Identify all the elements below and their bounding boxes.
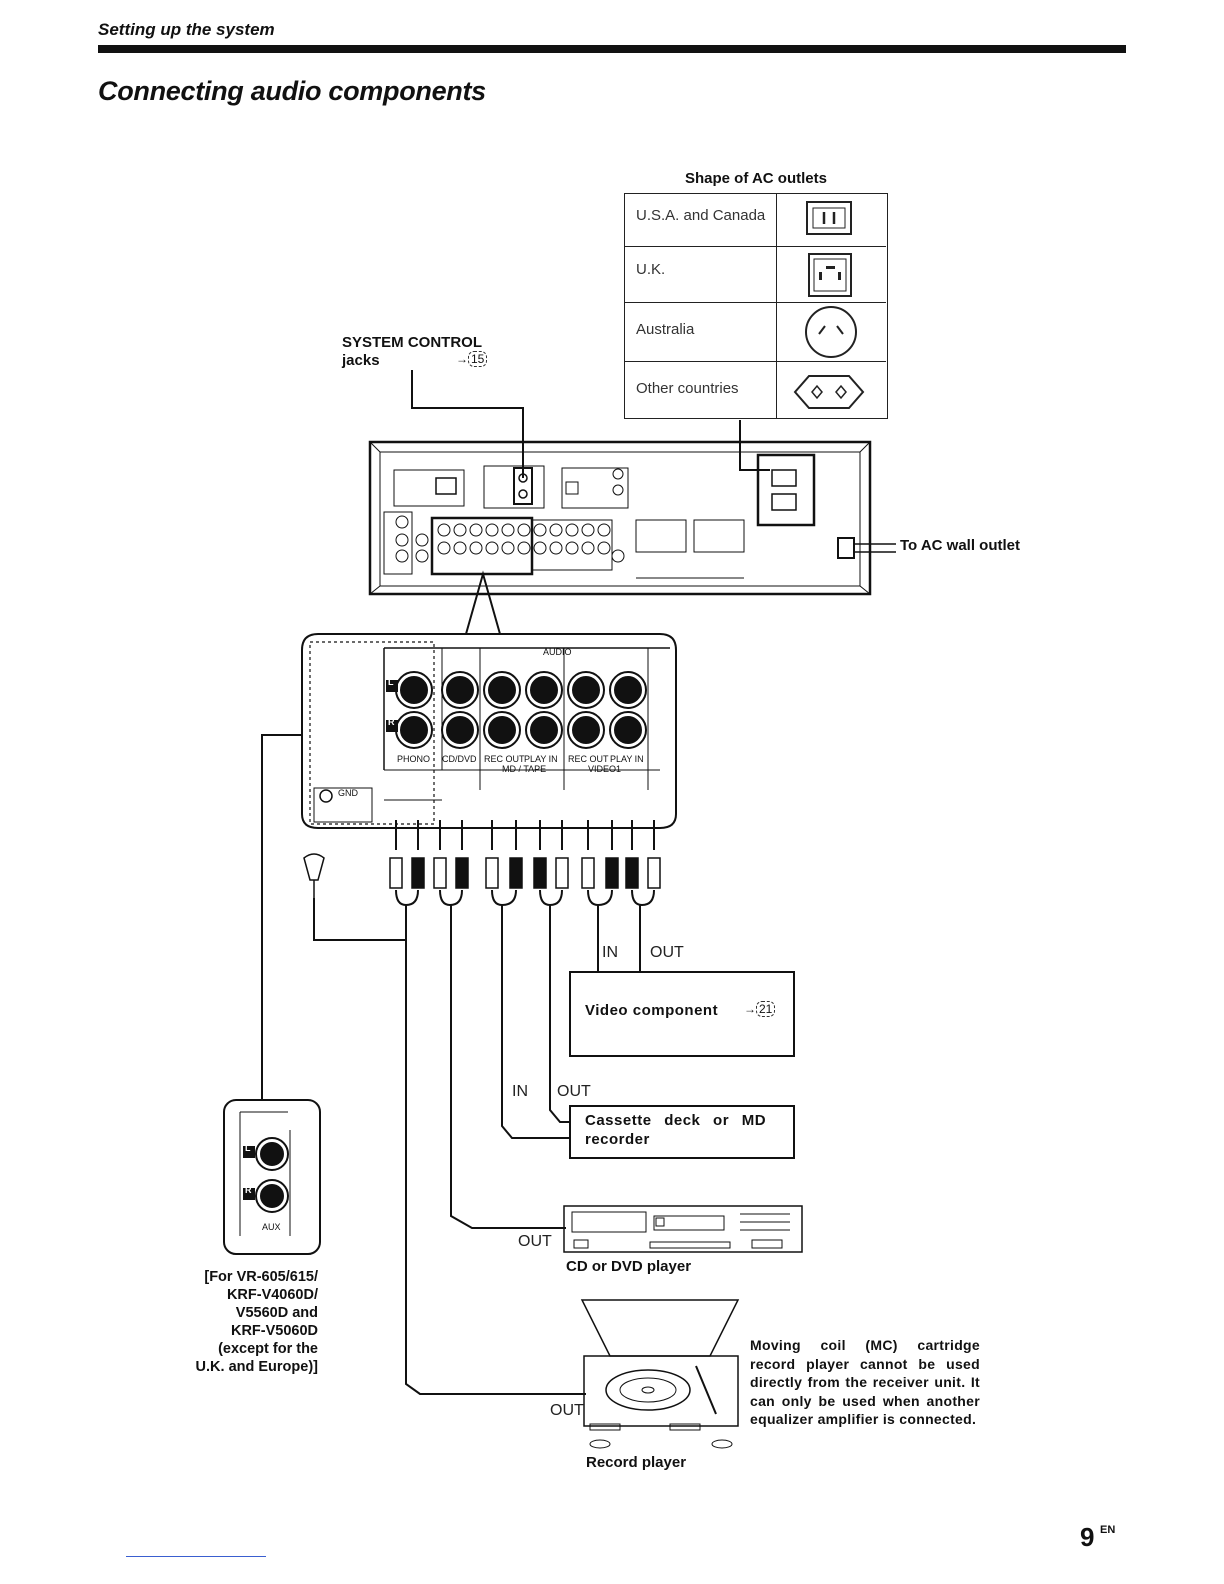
aux-note-line: KRF-V4060D/ bbox=[226, 1287, 318, 1303]
r-tag: R bbox=[388, 717, 395, 727]
cassette-out-label: OUT bbox=[557, 1083, 591, 1100]
group-video1: VIDEO1 bbox=[588, 764, 622, 774]
aux-r-tag: R bbox=[245, 1185, 252, 1195]
aux-note-line: V5560D and bbox=[235, 1305, 318, 1321]
aux-note-line: [For VR-605/615/ bbox=[204, 1269, 318, 1285]
video-ref: →21 bbox=[744, 1001, 776, 1017]
us-outlet-icon bbox=[806, 201, 852, 235]
group-md-tape: MD / TAPE bbox=[502, 764, 547, 774]
jack-phono: PHONO bbox=[397, 754, 431, 764]
video-out-label: OUT bbox=[650, 944, 684, 961]
record-out-label: OUT bbox=[550, 1402, 584, 1419]
mc-cartridge-note: Moving coil (MC) cartridge record player… bbox=[750, 1337, 980, 1427]
cassette-in-label: IN bbox=[512, 1083, 528, 1100]
ac-row-usa: U.S.A. and Canada bbox=[625, 194, 886, 247]
system-control-ref: →15 bbox=[456, 351, 488, 367]
page-suffix: EN bbox=[1100, 1524, 1116, 1536]
ac-table-divider bbox=[776, 194, 777, 418]
cd-player-label: CD or DVD player bbox=[566, 1258, 692, 1275]
ac-region-usa: U.S.A. and Canada bbox=[636, 207, 766, 224]
jack-video-play-in: PLAY IN bbox=[610, 754, 644, 764]
au-outlet-icon bbox=[805, 306, 857, 358]
jack-md-play-in: PLAY IN bbox=[524, 754, 558, 764]
to-ac-label: To AC wall outlet bbox=[900, 537, 1020, 554]
aux-note-line: (except for the bbox=[218, 1341, 318, 1357]
jack-md-rec-out: REC OUT bbox=[484, 754, 525, 764]
jack-cd-dvd: CD/DVD bbox=[442, 754, 477, 764]
footer-line bbox=[126, 1556, 266, 1557]
cassette-label-2: recorder bbox=[585, 1131, 650, 1148]
uk-outlet-icon bbox=[808, 253, 852, 297]
audio-label: AUDIO bbox=[543, 647, 572, 657]
aux-l-tag: L bbox=[245, 1143, 251, 1153]
page-number: 9 bbox=[1080, 1522, 1095, 1552]
aux-label: AUX bbox=[262, 1222, 281, 1232]
ac-outlets-heading: Shape of AC outlets bbox=[685, 170, 827, 187]
aux-note-line: KRF-V5060D bbox=[230, 1323, 318, 1339]
page-title: Connecting audio components bbox=[98, 76, 486, 106]
ac-row-uk: U.K. bbox=[625, 247, 886, 303]
ac-outlets-table: U.S.A. and Canada U.K. Australia Other c… bbox=[624, 193, 888, 419]
header-rule bbox=[98, 45, 1126, 53]
cd-out-label: OUT bbox=[518, 1233, 552, 1250]
eu-outlet-icon bbox=[793, 375, 865, 409]
section-label: Setting up the system bbox=[98, 20, 275, 39]
video-component-label: Video component bbox=[585, 1002, 719, 1019]
jack-video-rec-out: REC OUT bbox=[568, 754, 609, 764]
record-player-label: Record player bbox=[586, 1454, 687, 1471]
gnd-label: GND bbox=[338, 788, 358, 798]
video-in-label: IN bbox=[602, 944, 618, 961]
ac-row-other: Other countries bbox=[625, 362, 886, 417]
ac-region-uk: U.K. bbox=[636, 261, 666, 278]
ac-row-australia: Australia bbox=[625, 303, 886, 362]
system-control-label: SYSTEM CONTROL bbox=[342, 334, 483, 351]
cassette-label-1: Cassette deck or MD bbox=[585, 1112, 767, 1129]
aux-note: [For VR-605/615/ KRF-V4060D/ V5560D and … bbox=[180, 1268, 318, 1376]
system-control-sub: jacks bbox=[342, 352, 380, 369]
aux-note-line: U.K. and Europe)] bbox=[195, 1359, 318, 1375]
ac-region-australia: Australia bbox=[636, 321, 695, 338]
l-tag: L bbox=[388, 677, 394, 687]
ac-region-other: Other countries bbox=[636, 380, 739, 397]
